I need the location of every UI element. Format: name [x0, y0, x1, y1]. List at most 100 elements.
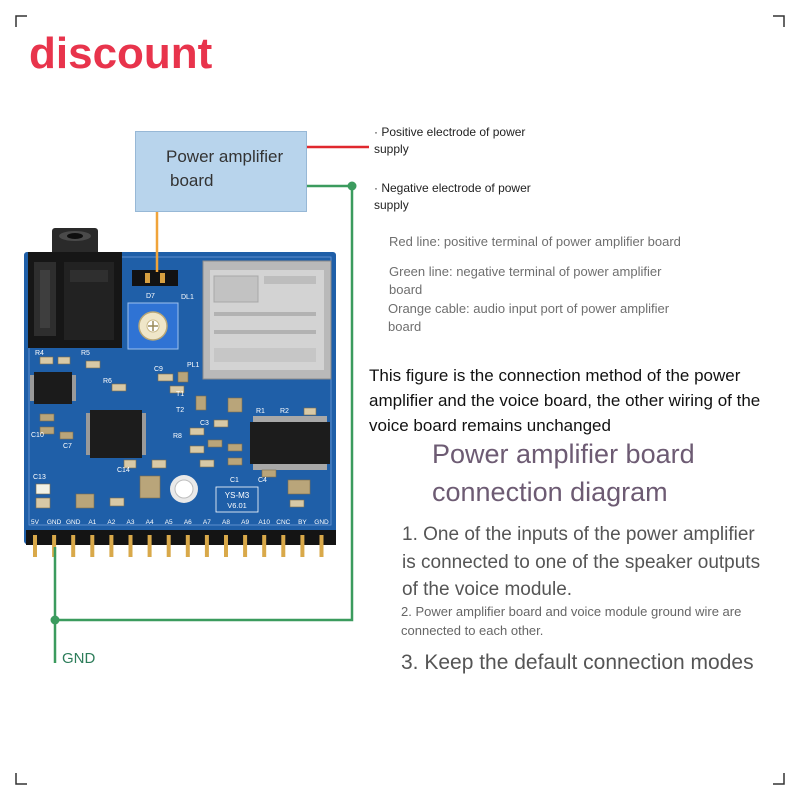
header-pin	[109, 535, 114, 557]
pin-label: A10	[258, 519, 270, 526]
mounting-hole	[170, 475, 198, 503]
smd-capacitor	[207, 439, 223, 448]
label-line: · Negative electrode of power	[374, 181, 531, 195]
smd-capacitor	[39, 426, 55, 435]
corner-mark-top-left	[15, 15, 27, 27]
smd-resistor	[157, 373, 174, 382]
smd-resistor	[151, 459, 167, 469]
silkscreen-labels: D7 DL1 R4 R5 R6 C9 PL1 T1 T2 R8 C3 R1 R2…	[31, 293, 289, 484]
header-pin	[160, 273, 165, 283]
silkscreen-label: C14	[117, 467, 130, 474]
header-pin	[71, 535, 76, 557]
speaker-header	[132, 270, 178, 286]
silkscreen-label: R5	[81, 350, 90, 357]
chip-pins	[253, 416, 327, 422]
caption-line: voice board remains unchanged	[369, 416, 611, 435]
sd-detail	[214, 330, 316, 334]
step-line: 1. One of the inputs of the power amplif…	[402, 524, 755, 545]
sd-detail	[213, 275, 259, 303]
silkscreen-label: R6	[103, 378, 112, 385]
silkscreen-label: D7	[146, 293, 155, 300]
chip-body	[250, 422, 330, 464]
smd-capacitor	[227, 443, 243, 452]
header-pin	[145, 273, 150, 283]
power-amplifier-board: Power amplifier board	[135, 131, 307, 212]
smd-resistor	[111, 383, 127, 392]
chip-pins	[86, 413, 90, 455]
header-pin	[204, 535, 209, 557]
hole-center	[174, 479, 194, 499]
controller-chip	[250, 416, 330, 470]
chip-pins	[142, 413, 146, 455]
caption-line: This figure is the connection method of …	[369, 366, 741, 385]
legend-line: Red line: positive terminal of power amp…	[389, 234, 681, 249]
smd-resistor	[169, 385, 185, 394]
smd-resistor	[57, 356, 71, 365]
voice-module-board: YS-M3 V6.01 D7 DL1 R4 R5 R6 C9 PL1 T1 T2…	[24, 228, 336, 557]
pin-label: A6	[184, 519, 192, 526]
label-line: supply	[374, 142, 409, 156]
silkscreen-label: R1	[256, 408, 265, 415]
board-name: YS-M3	[225, 491, 250, 500]
smd-components	[35, 356, 317, 509]
smd-resistor	[199, 459, 215, 468]
silkscreen-label: PL1	[187, 362, 200, 369]
title-line: Power amplifier board	[432, 439, 695, 469]
sd-detail	[214, 312, 316, 316]
step-line: of the voice module.	[402, 579, 573, 600]
header-pin	[147, 535, 152, 557]
pin-header	[33, 535, 324, 557]
header-pin	[262, 535, 267, 557]
step-line: 3. Keep the default connection modes	[401, 651, 754, 674]
pin-label: A9	[241, 519, 249, 526]
pin-label: GND	[66, 519, 81, 526]
smd-capacitor	[39, 413, 55, 422]
legend-line: Green line: negative terminal of power a…	[389, 264, 662, 279]
corner-mark-bottom-right	[773, 773, 785, 785]
sd-detail	[214, 348, 316, 362]
legend-red-line: Red line: positive terminal of power amp…	[389, 233, 681, 251]
wire-junction	[50, 615, 60, 625]
smd-resistor	[35, 497, 51, 509]
header-housing	[132, 270, 178, 286]
silkscreen-label: C9	[154, 366, 163, 373]
audio-jack	[28, 228, 122, 348]
silkscreen-label: T2	[176, 407, 184, 414]
smd-resistor	[85, 360, 101, 369]
diagram-title: Power amplifier board connection diagram	[432, 435, 695, 511]
jack-hole	[67, 233, 83, 239]
smd-capacitor	[195, 395, 207, 411]
header-pin	[281, 535, 286, 557]
header-pin	[128, 535, 133, 557]
wires	[53, 145, 369, 663]
silkscreen-label: C10	[31, 432, 44, 439]
chip-pins	[72, 375, 76, 401]
gnd-label: GND	[62, 650, 96, 667]
smd-capacitor	[139, 475, 161, 499]
smd-resistor	[109, 497, 125, 507]
smd-capacitor	[287, 479, 311, 495]
decoder-chip	[86, 410, 146, 458]
potentiometer	[127, 302, 179, 350]
caption-line: amplifier and the voice board, the other…	[369, 391, 761, 410]
header-pin	[300, 535, 305, 557]
amp-board-label: Power amplifier	[166, 147, 284, 166]
smd-resistor	[289, 499, 305, 508]
sd-detail	[264, 276, 316, 284]
pin-label: A5	[165, 519, 173, 526]
sd-card-slot	[202, 260, 332, 380]
smd-resistor	[189, 445, 205, 454]
silkscreen-label: T1	[176, 391, 184, 398]
silkscreen-label: R4	[35, 350, 44, 357]
silkscreen-label: R8	[173, 433, 182, 440]
step-line: 2. Power amplifier board and voice modul…	[401, 604, 742, 619]
smd-capacitor	[59, 431, 74, 440]
board-name-plate: YS-M3 V6.01	[215, 486, 259, 513]
silkscreen-label: C4	[258, 477, 267, 484]
smd-capacitor	[177, 371, 189, 383]
board-version: V6.01	[227, 501, 247, 510]
smd-resistor	[303, 407, 317, 416]
smd-resistor	[213, 419, 229, 428]
silkscreen-label: DL1	[181, 294, 194, 301]
